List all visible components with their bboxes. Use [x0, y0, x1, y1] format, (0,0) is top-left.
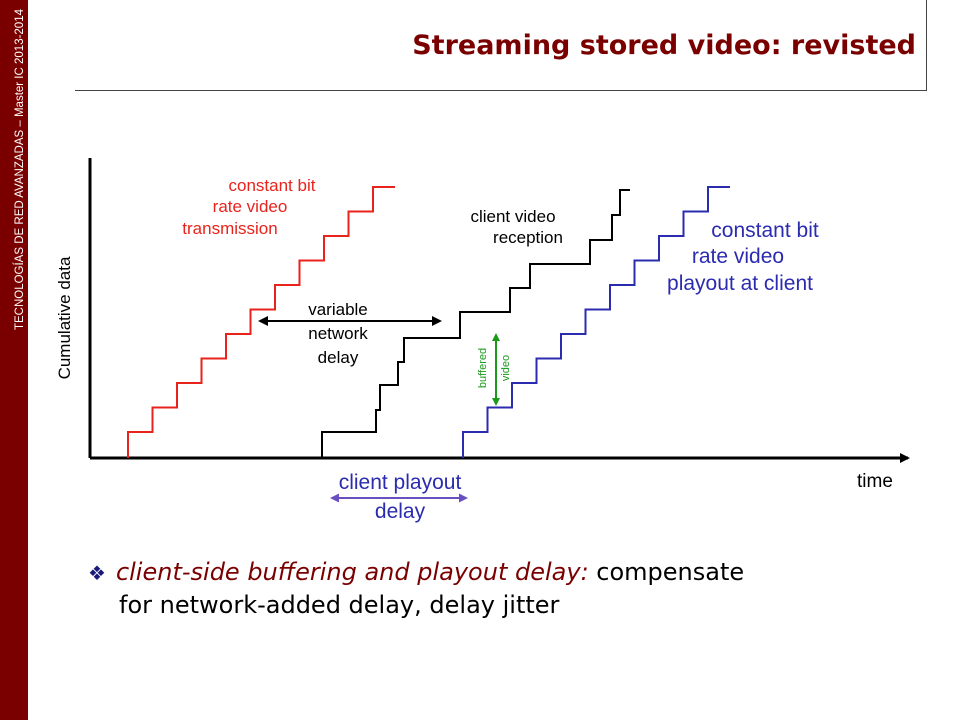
playout-label-line3: playout at client [667, 271, 813, 295]
network-delay-line3: delay [317, 347, 359, 367]
buffered-label-line1: buffered [477, 348, 489, 388]
bullet-emphasis: client-side buffering and playout delay: [115, 558, 589, 586]
transmission-label-line3: transmission [182, 218, 278, 238]
playout-curve [462, 186, 730, 458]
playout-delay-label: client playout delay [310, 468, 490, 527]
network-delay-line1: variable [308, 300, 368, 319]
playout-label-line1: constant bit [711, 219, 819, 242]
playout-label-line2: rate video [691, 245, 785, 269]
transmission-curve [127, 186, 395, 458]
playout-delay-line2: delay [374, 500, 426, 524]
bullet-point: ❖ client-side buffering and playout delay… [88, 556, 928, 622]
reception-label-line1: client video [470, 207, 556, 226]
transmission-label-line1: constant bit [228, 176, 316, 195]
title-underline [75, 90, 927, 91]
reception-label: client video reception [448, 206, 588, 249]
network-delay-label: variable network delay [288, 298, 388, 369]
bullet-text-line2: for network-added delay, delay jitter [119, 591, 560, 620]
title-side-rule [926, 0, 927, 91]
reception-curve [321, 189, 630, 458]
reception-label-line2: reception [493, 228, 563, 248]
bullet-text-line1: compensate [588, 558, 745, 586]
transmission-label: constant bit rate video transmission [160, 175, 340, 239]
network-delay-line2: network [308, 323, 368, 343]
buffered-label-line2: video [500, 355, 512, 381]
sidebar-band: TECNOLOGÍAS DE RED AVANZADAS – Master IC… [0, 0, 28, 720]
diamond-bullet-icon: ❖ [88, 561, 106, 585]
time-label: time [857, 471, 893, 492]
transmission-label-line2: rate video [212, 197, 288, 217]
playout-delay-line1: client playout [338, 471, 462, 494]
playout-label: constant bit rate video playout at clien… [640, 218, 850, 297]
slide-title: Streaming stored video: revisted [412, 30, 916, 61]
y-axis-label: Cumulative data [55, 256, 74, 379]
